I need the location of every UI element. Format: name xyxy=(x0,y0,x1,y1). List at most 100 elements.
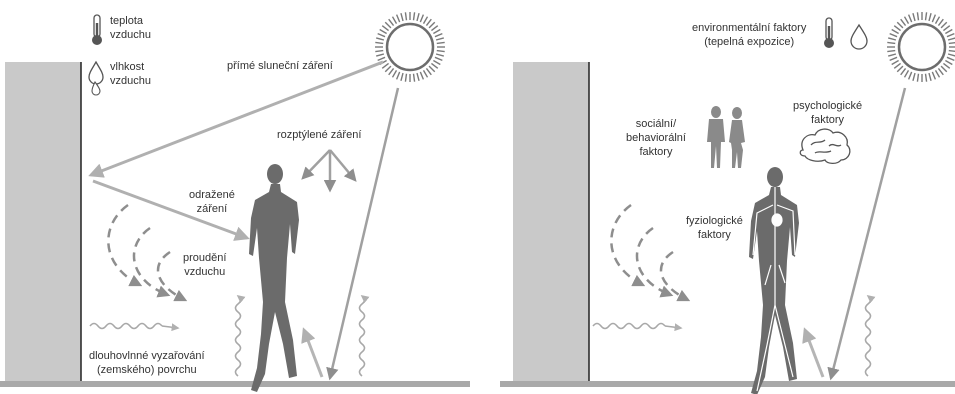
sun-ray xyxy=(941,66,947,72)
sun-ray xyxy=(926,74,927,82)
sun-ray xyxy=(376,38,384,40)
sun-ray xyxy=(424,70,428,77)
label-environmental-factors: environmentální faktory (tepelná expozic… xyxy=(692,21,806,49)
thermometer-icon xyxy=(92,15,102,45)
sun-ray xyxy=(401,13,403,21)
sun-ray xyxy=(905,70,909,77)
sun-ray xyxy=(405,12,406,20)
sun-ray xyxy=(913,73,915,81)
panel-thermal-exposure: teplota vzduchu vlhkost vzduchu přímé sl… xyxy=(0,0,470,394)
label-longwave-radiation: dlouhovlnné vyzařování (zemského) povrch… xyxy=(89,349,205,377)
sun-ray xyxy=(949,51,955,52)
air-flow-arrows xyxy=(611,205,688,300)
sun-ray xyxy=(424,17,428,24)
water-drop-icon xyxy=(89,62,103,95)
water-drop-icon xyxy=(851,25,867,49)
sun-ray xyxy=(435,34,442,37)
sun-ray xyxy=(375,42,383,43)
sun-ray xyxy=(929,73,931,81)
sun-ray xyxy=(913,13,915,21)
label-psychological-factors: psychologické faktory xyxy=(793,99,862,127)
sun-ray xyxy=(929,13,931,21)
couple-icon xyxy=(707,106,745,168)
sun-ray xyxy=(943,26,949,31)
sun-ray xyxy=(947,57,954,60)
sun-ray xyxy=(420,15,423,22)
brain-icon xyxy=(800,129,850,163)
sun-ray xyxy=(909,15,912,22)
sun-ray xyxy=(948,54,955,56)
label-diffuse-radiation: rozptýlené záření xyxy=(277,128,361,142)
label-direct-radiation: přímé sluneční záření xyxy=(227,59,333,73)
sun-ray xyxy=(941,22,947,28)
sun-ray xyxy=(932,72,935,79)
sun-ray xyxy=(389,68,394,74)
sun-ray xyxy=(909,72,912,79)
legend-temperature: teplota vzduchu xyxy=(110,14,151,42)
longwave-wave-horizontal xyxy=(90,324,162,329)
sun-ray xyxy=(890,34,897,37)
sun-ray xyxy=(426,19,431,25)
sun-ray xyxy=(917,74,918,82)
sun-ray xyxy=(389,19,394,25)
sun-ray xyxy=(888,38,896,40)
sun-ray xyxy=(378,34,385,37)
sun-ray xyxy=(417,73,419,81)
sun-ray xyxy=(382,26,388,31)
ground-reflection-arrow xyxy=(304,330,322,377)
sun-ray xyxy=(414,74,415,82)
label-physiological-factors: fyziologické faktory xyxy=(686,214,743,242)
sun-ray xyxy=(436,38,444,40)
diffuse-radiation-arrows xyxy=(303,150,355,190)
sun-icon xyxy=(887,12,955,82)
label-air-flow: proudění vzduchu xyxy=(183,251,226,279)
sun-ray xyxy=(433,30,440,34)
walking-person-icon xyxy=(249,164,299,392)
ground-reflection-arrow xyxy=(805,330,823,377)
sun-ray xyxy=(901,19,906,25)
sun-ray xyxy=(938,68,943,74)
sun-ray xyxy=(945,61,952,65)
sun-ray xyxy=(897,66,903,72)
sun-ray xyxy=(437,42,445,43)
panel-thermal-factors: environmentální faktory (tepelná expozic… xyxy=(485,0,955,394)
sun-ray xyxy=(945,30,952,34)
direct-ground-arrow xyxy=(831,88,905,378)
sun-ray xyxy=(431,63,437,68)
thermometer-icon xyxy=(824,18,834,48)
sun-ray xyxy=(426,68,431,74)
sun-ray xyxy=(380,30,387,34)
sun-ray xyxy=(385,22,391,28)
sun-ray xyxy=(947,34,954,37)
sun-ray xyxy=(917,12,918,20)
walking-person-icon xyxy=(749,167,799,394)
sun-ray xyxy=(887,51,895,52)
sun-ray xyxy=(375,51,383,52)
sun-ray xyxy=(936,70,940,77)
sun-ray xyxy=(949,42,955,43)
sun-ray xyxy=(382,63,388,68)
sun-ray xyxy=(938,19,943,25)
sun-ray xyxy=(376,54,384,56)
sun-ray xyxy=(378,57,385,60)
sun-ray xyxy=(393,17,397,24)
longwave-waves-vertical xyxy=(866,296,871,376)
sun-ray xyxy=(436,54,444,56)
wall xyxy=(5,62,81,385)
sun-ray xyxy=(892,61,899,65)
sun-ray xyxy=(437,51,445,52)
sun-ray xyxy=(397,15,400,22)
right-diagram xyxy=(485,0,955,394)
sun-ray xyxy=(433,61,440,65)
label-social-factors: sociální/ behaviorální faktory xyxy=(626,117,686,159)
sun-ray xyxy=(901,68,906,74)
sun-ray xyxy=(405,74,406,82)
label-reflected-radiation: odražené záření xyxy=(189,188,235,216)
sun-ray xyxy=(429,22,435,28)
sun-ray xyxy=(414,12,415,20)
sun-ray xyxy=(948,38,955,40)
sun-ray xyxy=(926,12,927,20)
sun-ray xyxy=(420,72,423,79)
sun-ray xyxy=(385,66,391,72)
sun-ray xyxy=(932,15,935,22)
